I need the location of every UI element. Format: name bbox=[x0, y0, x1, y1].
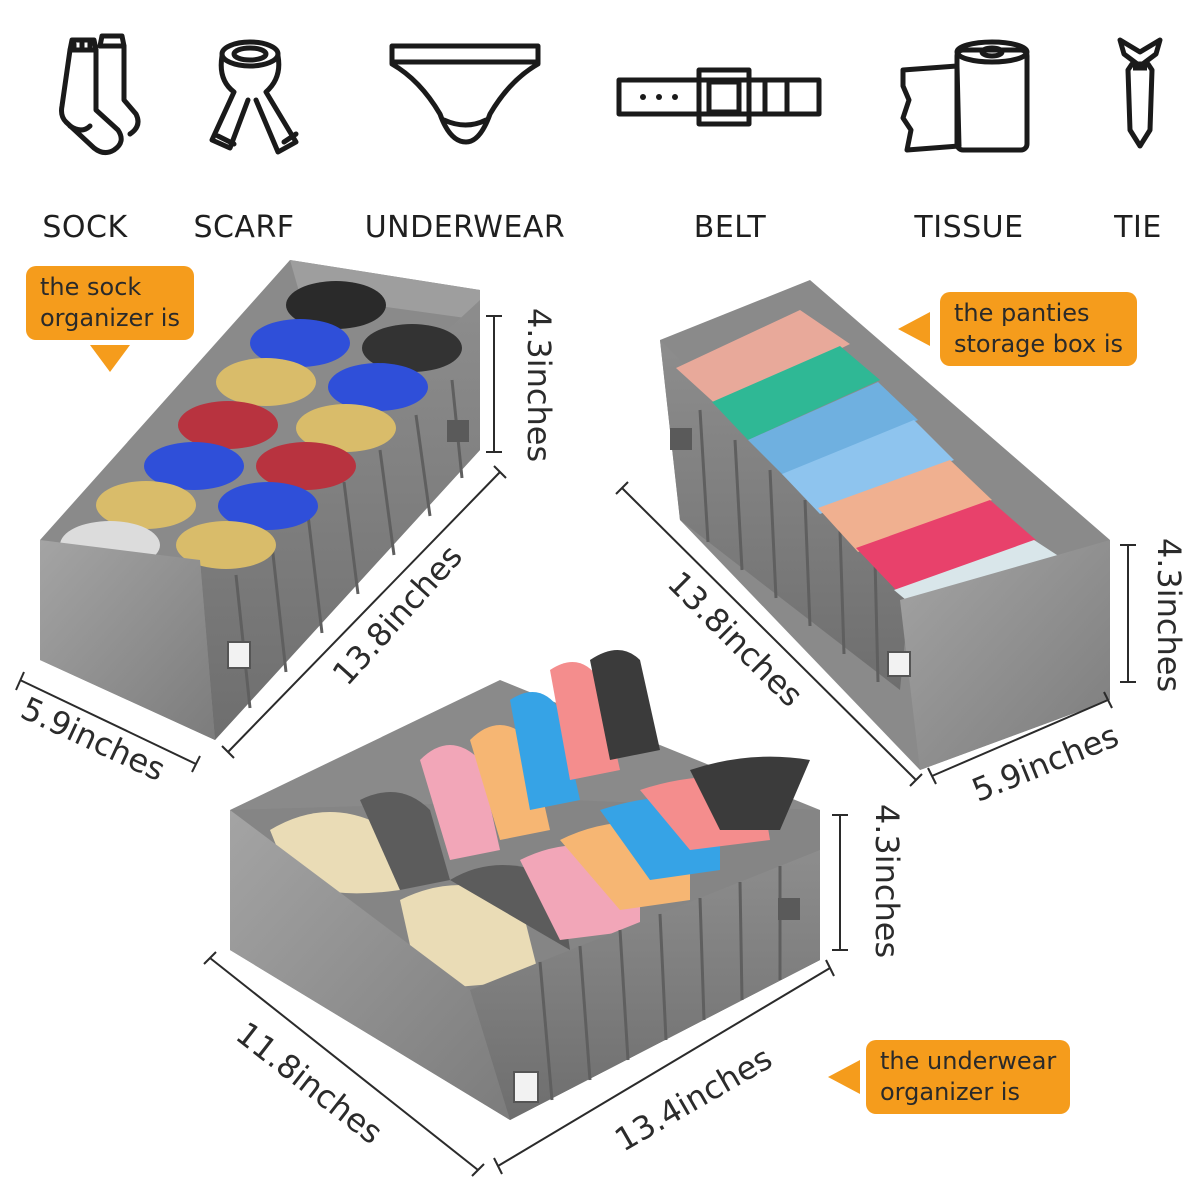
sock-organizer-box bbox=[40, 260, 480, 740]
panties-box-callout: the panties storage box is bbox=[940, 292, 1137, 366]
icon-label: SOCK bbox=[42, 210, 128, 245]
panties-height-label: 4.3inches bbox=[1150, 537, 1189, 693]
scarf-icon bbox=[209, 39, 299, 155]
icon-label: TISSUE bbox=[914, 210, 1024, 245]
dimension-lines bbox=[15, 315, 1136, 1177]
icon-label: TIE bbox=[1114, 210, 1162, 245]
icon-label: BELT bbox=[693, 210, 767, 245]
panties-callout-arrow bbox=[898, 312, 930, 346]
panties-storage-box bbox=[660, 280, 1110, 770]
sock-height-label: 4.3inches bbox=[520, 307, 559, 463]
sock-callout-arrow bbox=[90, 345, 130, 372]
sock-icon bbox=[59, 33, 141, 156]
belt-icon bbox=[616, 67, 822, 127]
sock-organizer-callout: the sock organizer is bbox=[26, 266, 194, 340]
icon-label: SCARF bbox=[193, 210, 295, 245]
tissue-icon bbox=[900, 39, 1030, 153]
underwear-organizer-box bbox=[230, 650, 820, 1120]
tissue-item: TISSUE bbox=[895, 30, 1045, 245]
scarf-item: SCARF bbox=[193, 30, 320, 245]
underwear-callout-arrow bbox=[828, 1060, 860, 1094]
sock-item: SOCK bbox=[30, 30, 150, 245]
bras bbox=[270, 650, 810, 990]
icon-label: UNDERWEAR bbox=[364, 210, 566, 245]
underwear-item: UNDERWEAR bbox=[365, 30, 565, 245]
belt-item: BELT bbox=[615, 30, 825, 245]
tie-item: TIE bbox=[1100, 30, 1180, 245]
sock-rolls bbox=[60, 281, 462, 569]
tie-icon bbox=[1117, 37, 1163, 149]
underwear-icon bbox=[389, 43, 541, 145]
underwear-height-label: 4.3inches bbox=[868, 803, 907, 959]
underwear-organizer-callout: the underwear organizer is bbox=[866, 1040, 1071, 1114]
